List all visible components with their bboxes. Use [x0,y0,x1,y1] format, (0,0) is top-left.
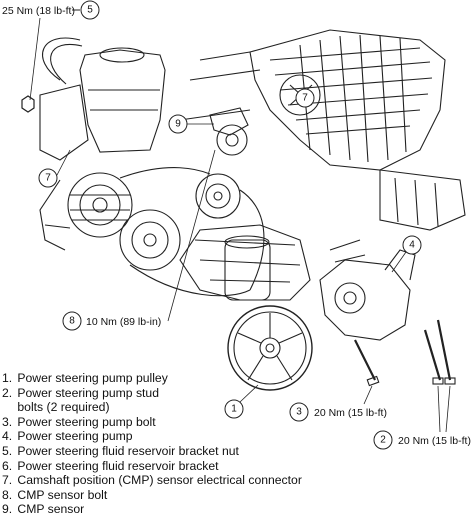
callout-7-number: 7 [302,93,308,104]
parts-legend: 1. Power steering pump pulley 2. Power s… [2,371,302,517]
callout-9-number: 9 [175,119,181,130]
callout-4-number: 4 [409,240,415,251]
callout-5-torque: 25 Nm (18 lb-ft) [2,5,75,17]
legend-item: 7. Camshaft position (CMP) sensor electr… [2,473,302,488]
callout-1-number: 1 [231,404,237,415]
legend-item: 5. Power steering fluid reservoir bracke… [2,443,239,458]
callout-9: 9 [168,114,214,134]
legend-item: bolts (2 required) [17,400,110,415]
callout-4: 4 [391,235,422,273]
callout-2-number: 2 [380,435,386,446]
callout-8: 8 10 Nm (89 lb-in) [62,149,216,331]
legend-item: 9. CMP sensor [2,502,85,517]
callout-5: 25 Nm (18 lb-ft) 5 [2,0,100,101]
legend-item: 4. Power steering pump [2,429,133,444]
callout-8-torque: 10 Nm (89 lb-in) [86,316,161,328]
callout-3-torque: 20 Nm (15 lb-ft) [314,407,387,419]
callout-2-torque: 20 Nm (15 lb-ft) [398,435,471,447]
callout-6-number: 7 [45,173,51,184]
callout-3: 3 20 Nm (15 lb-ft) [289,385,387,422]
callout-8-number: 8 [69,316,75,327]
legend-item: 3. Power steering pump bolt [2,414,156,429]
legend-item: 8. CMP sensor bolt [2,487,108,502]
callout-5-number: 5 [87,5,93,16]
legend-item: 6. Power steering fluid reservoir bracke… [2,458,219,473]
callout-2: 2 20 Nm (15 lb-ft) [373,385,471,450]
legend-item: 1. Power steering pump pulley [2,371,168,385]
callout-3-number: 3 [296,407,302,418]
engine-illustration [21,29,466,391]
legend-item: 2. Power steering pump stud [2,385,159,400]
callout-7: 7 [295,88,315,108]
callout-6: 7 [38,149,71,188]
callout-1: 1 [224,384,259,419]
